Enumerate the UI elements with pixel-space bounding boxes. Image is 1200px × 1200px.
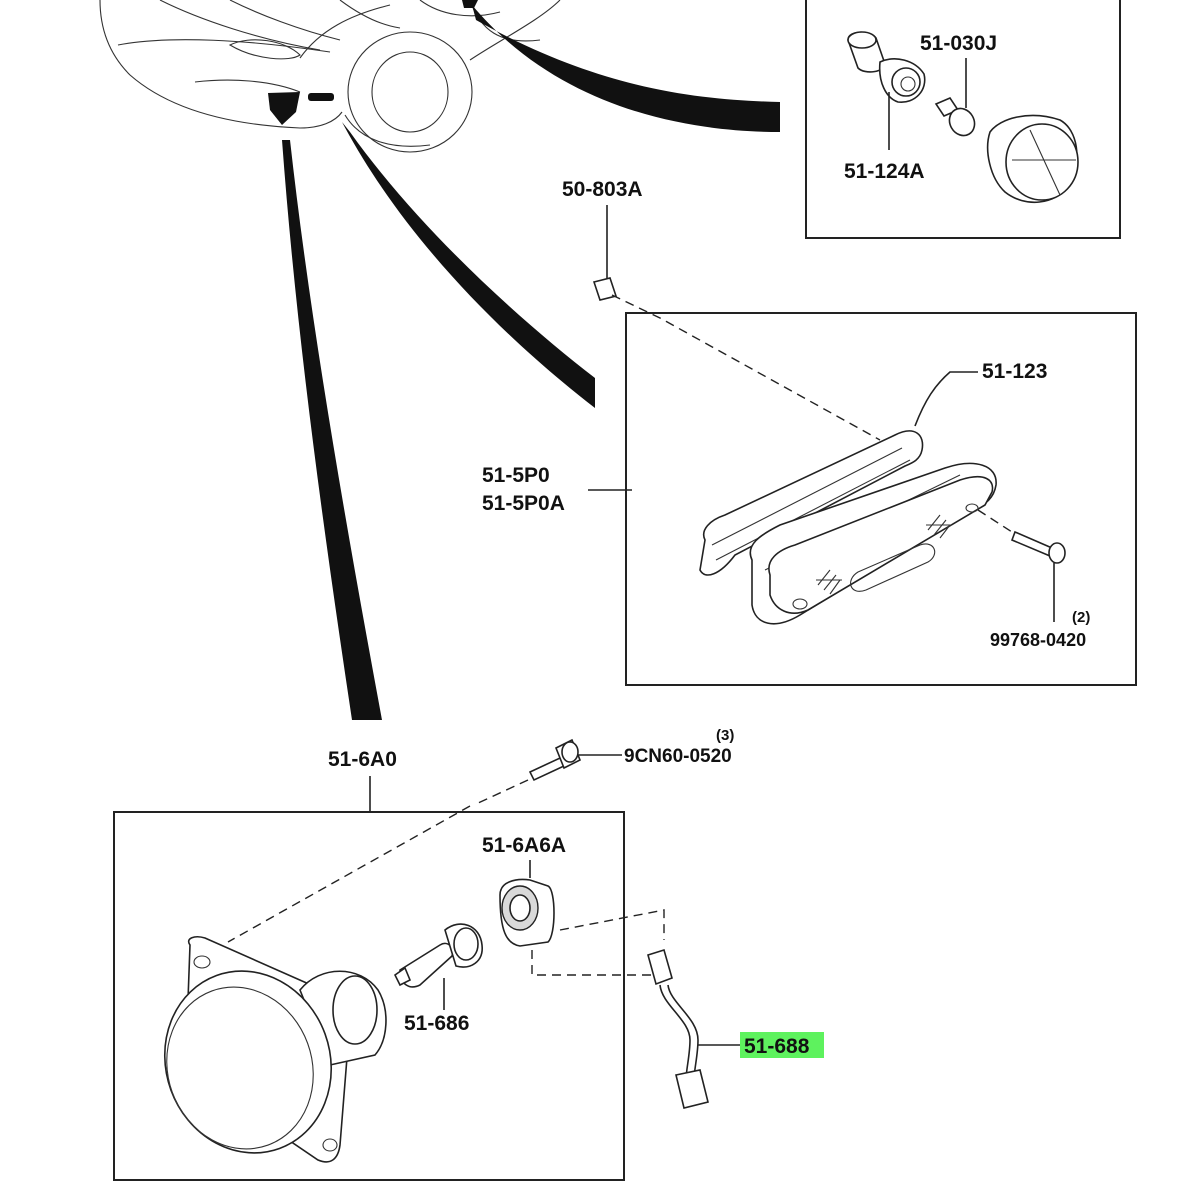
label-51-124A: 51-124A — [844, 160, 925, 183]
label-9CN60-0520: 9CN60-0520 — [624, 746, 732, 767]
label-99768-0420: 99768-0420 — [990, 630, 1086, 650]
car-body-illustration — [99, 0, 561, 153]
side-marker-box: 51-123 51-5P0 51-5P0A (2) 99768-0420 — [482, 312, 1137, 686]
qty-side-screw: (2) — [1072, 609, 1090, 626]
label-51-686: 51-686 — [404, 1012, 469, 1035]
label-51-6A0: 51-6A0 — [328, 748, 397, 771]
label-51-688: 51-688 — [744, 1035, 810, 1058]
highlight-51-688 — [740, 1032, 824, 1058]
label-50-803A: 50-803A — [562, 178, 643, 201]
label-51-6A6A: 51-6A6A — [482, 834, 566, 857]
clip-part: 50-803A — [562, 178, 881, 441]
qty-bolt: (3) — [716, 727, 734, 744]
label-51-5P0A: 51-5P0A — [482, 492, 565, 515]
turn-lamp-box: 51-030J 51-124A — [805, 0, 1121, 239]
leader-wedges — [282, 5, 780, 720]
label-51-5P0: 51-5P0 — [482, 464, 550, 487]
bolt-part: (3) 9CN60-0520 — [475, 727, 734, 805]
label-51-030J: 51-030J — [920, 32, 997, 55]
label-51-123: 51-123 — [982, 360, 1047, 383]
fog-lamp-box: 51-6A0 51-686 51-6A6A — [113, 748, 824, 1181]
